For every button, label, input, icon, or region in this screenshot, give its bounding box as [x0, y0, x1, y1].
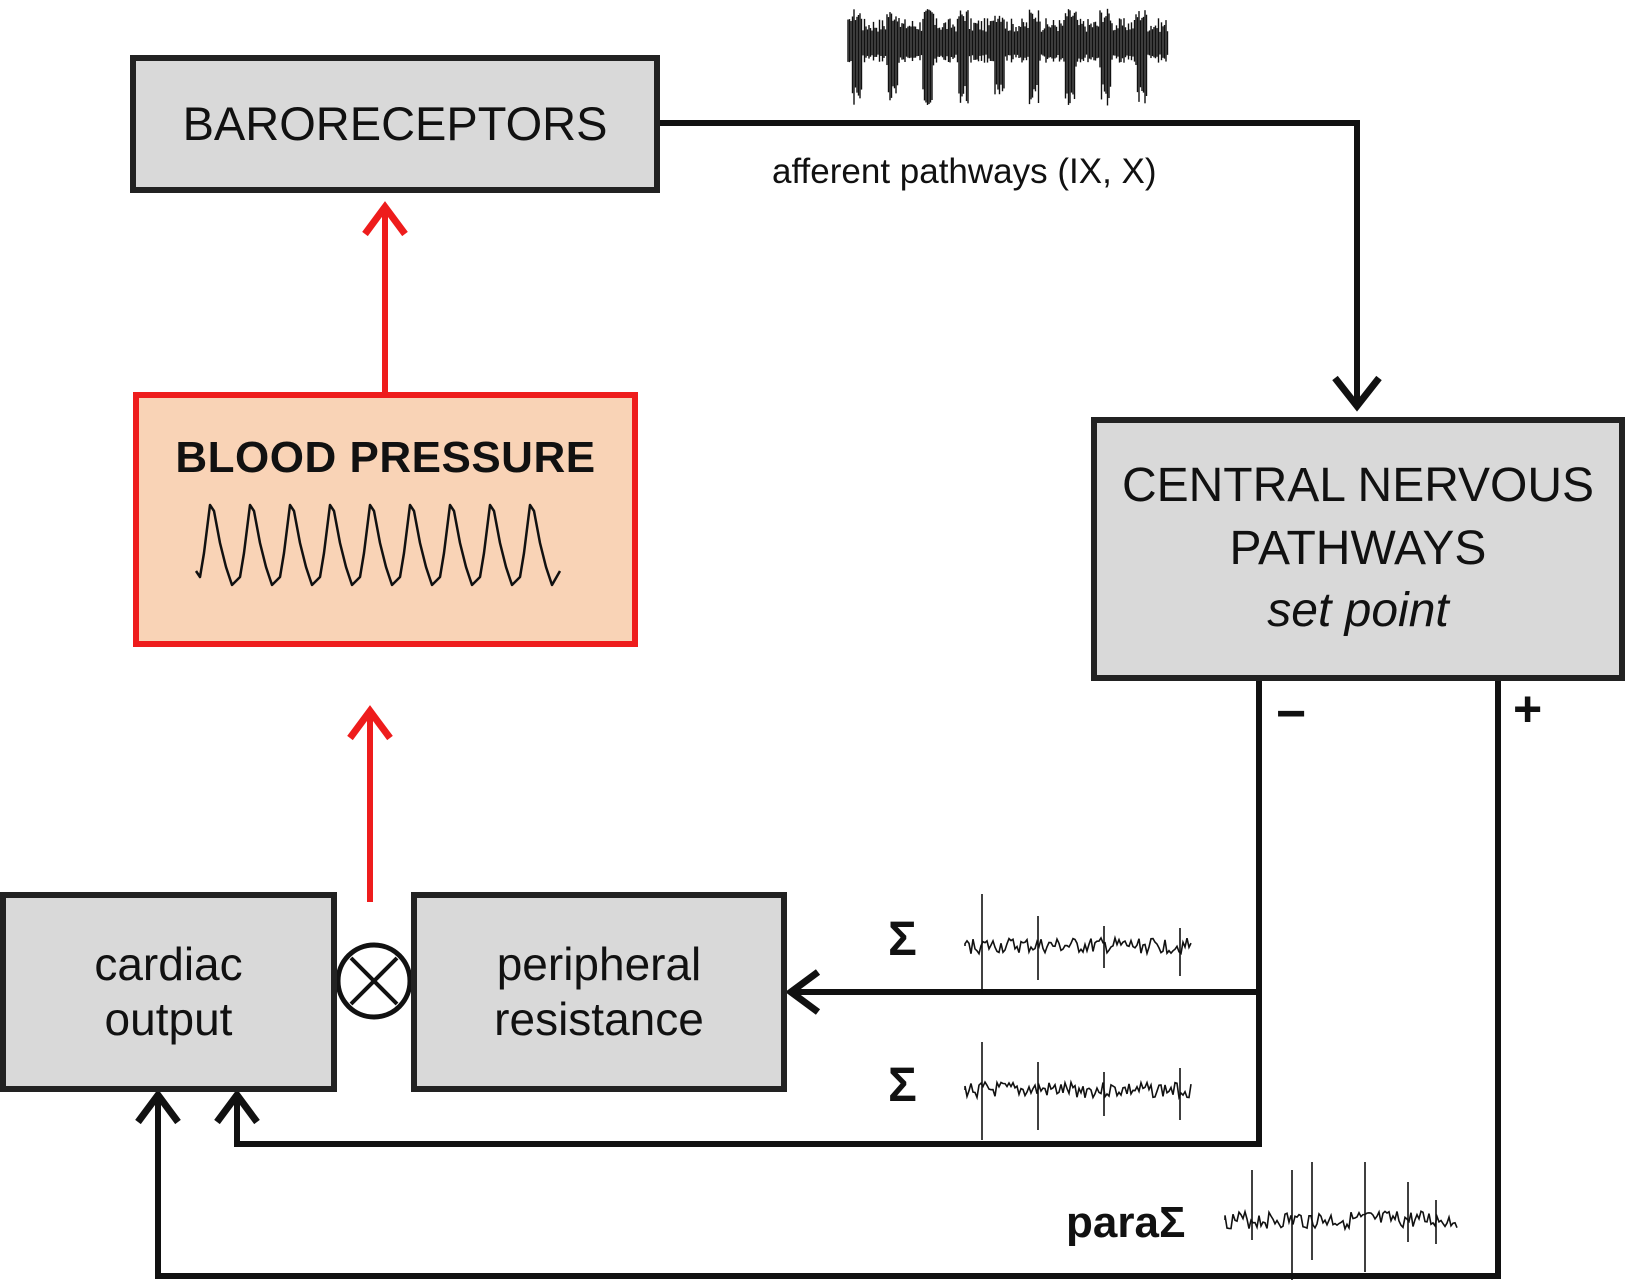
minus-sign: −	[1276, 685, 1307, 743]
set-point-label: set point	[1267, 584, 1449, 638]
sympathetic-label-cardiac: Σ	[888, 1059, 917, 1112]
blood-pressure-label: BLOOD PRESSURE	[175, 433, 596, 482]
peripheral-resistance-line1: peripheral	[496, 937, 702, 990]
resistance-arrowhead	[785, 969, 821, 1015]
trace-line	[1224, 1208, 1458, 1232]
afferent-arrowhead	[1332, 375, 1382, 412]
cns-label-line1: CENTRAL NERVOUS	[1121, 459, 1595, 513]
cardiac-output-box: cardiac output	[0, 892, 337, 1092]
bp-to-baro-arrowhead	[362, 201, 408, 237]
parasympathetic-activity-trace	[1224, 1162, 1458, 1280]
parasympathetic-connector	[155, 681, 1501, 1279]
central-nervous-pathways-box: CENTRAL NERVOUS PATHWAYS set point	[1091, 417, 1625, 681]
blood-pressure-waveform	[194, 503, 561, 587]
nerve-traffic-waveform	[847, 8, 1169, 106]
plus-sign: +	[1513, 681, 1543, 737]
sympathetic-activity-trace-2	[964, 1042, 1192, 1140]
parasympathetic-label: paraΣ	[1066, 1198, 1186, 1247]
multiply-operator-icon	[335, 942, 413, 1020]
sympathetic-efferent-connector	[234, 681, 1262, 1147]
cns-label-line2: PATHWAYS	[1229, 521, 1487, 575]
afferent-connector	[660, 120, 1360, 404]
peripheral-resistance-line2: resistance	[494, 993, 704, 1045]
output-to-bp-arrowhead	[347, 705, 393, 741]
baroreceptors-box: BARORECEPTORS	[130, 55, 660, 193]
cardiac-sympathetic-arrowhead	[214, 1089, 260, 1125]
peripheral-resistance-box: peripheral resistance	[411, 892, 787, 1092]
sympathetic-label-resistance: Σ	[888, 913, 917, 966]
cardiac-parasympathetic-arrowhead	[135, 1089, 181, 1125]
cardiac-output-line1: cardiac	[94, 937, 243, 990]
baroreceptors-label: BARORECEPTORS	[182, 96, 608, 150]
cardiac-output-line2: output	[104, 993, 233, 1045]
trace-line	[964, 935, 1192, 957]
afferent-pathways-label: afferent pathways (IX, X)	[772, 152, 1157, 191]
sympathetic-activity-trace-1	[964, 894, 1192, 994]
trace-line	[964, 1079, 1192, 1101]
blood-pressure-box: BLOOD PRESSURE	[133, 392, 638, 647]
